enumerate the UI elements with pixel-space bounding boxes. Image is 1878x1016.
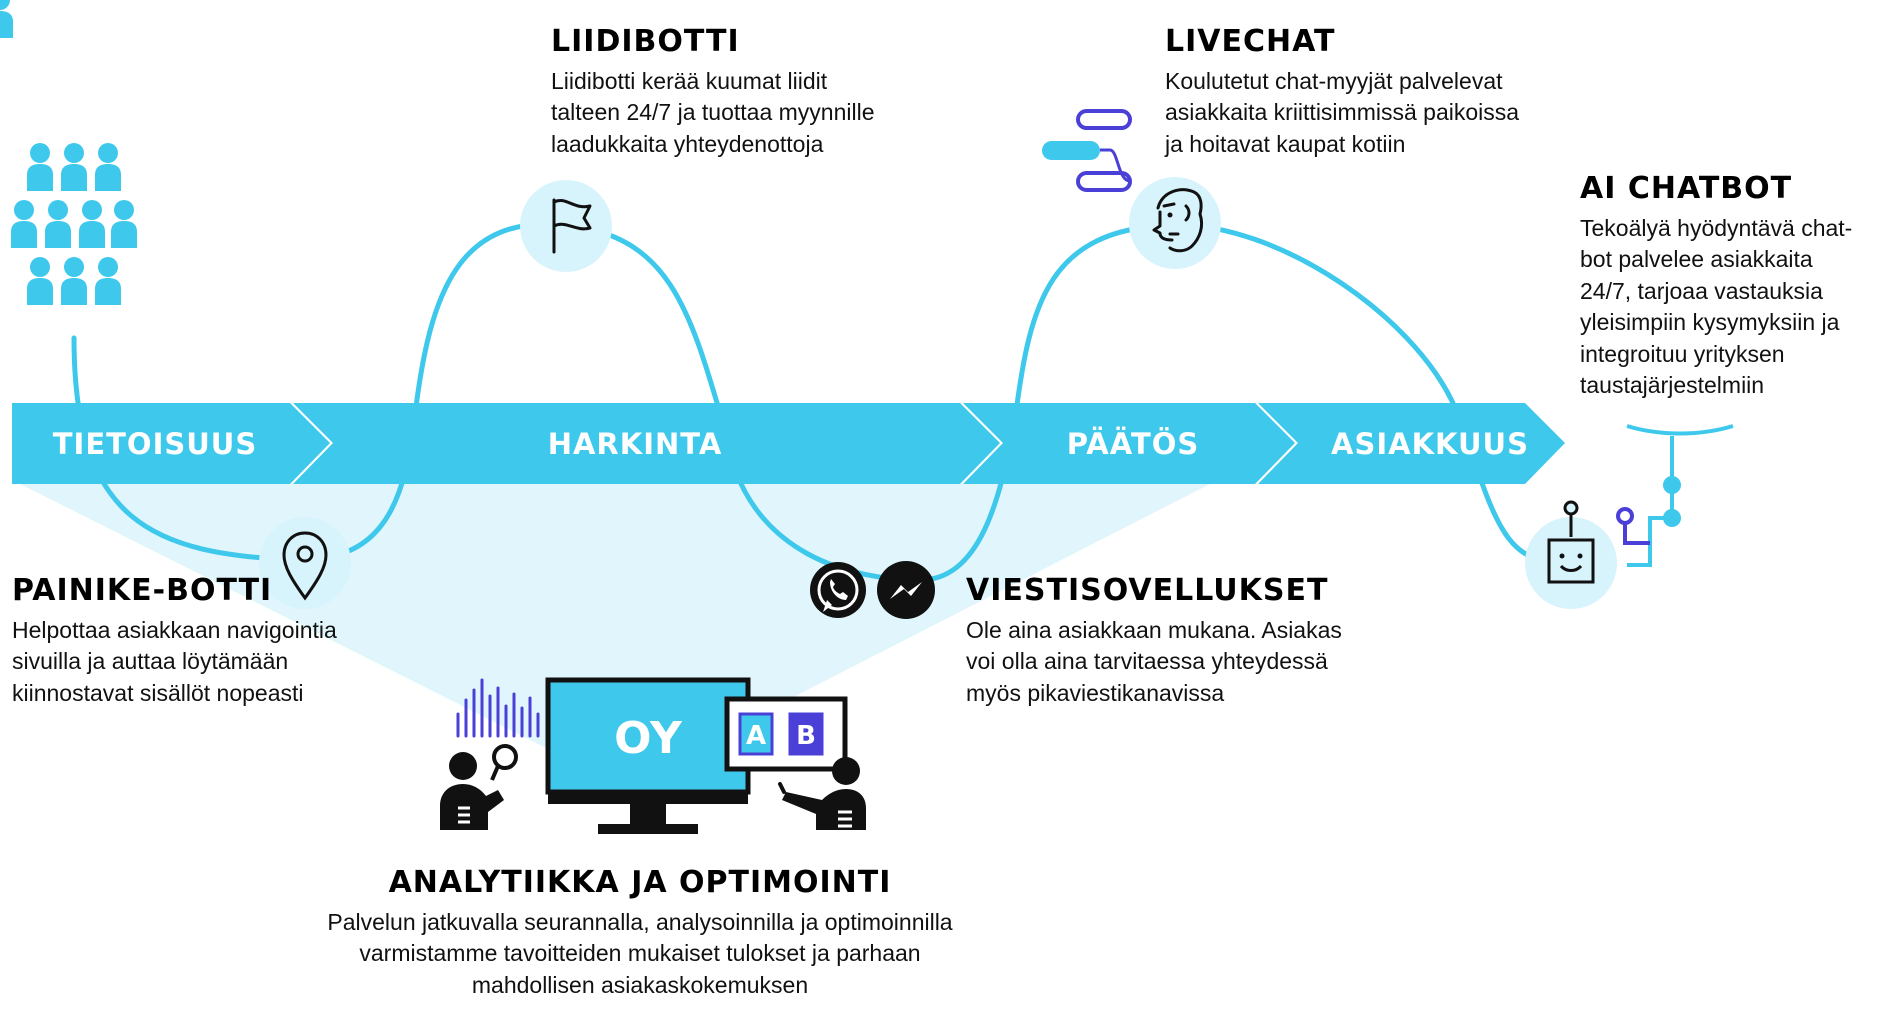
section-ai-chatbot: AI CHATBOT Tekoälyä hyödyntävä chat- bot… [1580, 171, 1875, 402]
stage-label-tietoisuus: TIETOISUUS [53, 427, 257, 461]
description-line: voi olla aina tarvitaessa yhteydessä [966, 648, 1328, 674]
chatbot-connector-icon [1616, 424, 1734, 567]
messenger-icon [877, 561, 935, 619]
stage-harkinta [293, 403, 1000, 484]
description-line: mahdollisen asiakaskokemuksen [471, 971, 809, 998]
description-line: Koulutetut chat-myyjät palvelevat [1165, 67, 1503, 94]
description-line: yleisimpiin kysymyksiin ja [1580, 309, 1840, 335]
presenter-person-icon [778, 757, 866, 830]
description-line: asiakkaita kriittisimmissä paikoissa [1165, 99, 1520, 125]
section-title: ANALYTIIKKA JA OPTIMOINTI [388, 865, 892, 900]
section-description: Liidibotti kerää kuumat liidit talteen 2… [551, 66, 951, 161]
description-line: taustajärjestelmiin [1580, 372, 1765, 398]
section-description: Helpottaa asiakkaan navigointia sivuilla… [12, 615, 412, 710]
section-analytiikka: ANALYTIIKKA JA OPTIMOINTI Palvelun jatku… [260, 865, 1020, 1002]
section-description: Tekoälyä hyödyntävä chat- bot palvelee a… [1580, 213, 1875, 402]
description-line: myös pikaviestikanavissa [966, 679, 1225, 706]
section-title: AI CHATBOT [1580, 171, 1793, 206]
description-line: ja hoitavat kaupat kotiin [1165, 130, 1406, 157]
ab-label-b: B [796, 721, 816, 751]
description-line: sivuilla ja auttaa löytämään [12, 648, 289, 674]
description-line: Palvelun jatkuvalla seurannalla, analyso… [327, 908, 953, 935]
description-line: Ole aina asiakkaan mukana. Asiakas [966, 616, 1342, 643]
sound-wave-icon [456, 678, 540, 738]
section-livechat: LIVECHAT Koulutetut chat-myyjät palvelev… [1165, 24, 1585, 161]
description-line: integroituu yrityksen [1580, 340, 1785, 367]
description-line: kiinnostavat sisällöt nopeasti [12, 679, 304, 706]
section-description: Ole aina asiakkaan mukana. Asiakas voi o… [966, 615, 1406, 710]
section-title: LIIDIBOTTI [551, 24, 740, 59]
section-liidibotti: LIIDIBOTTI Liidibotti kerää kuumat liidi… [551, 24, 951, 161]
section-description: Koulutetut chat-myyjät palvelevat asiakk… [1165, 66, 1585, 161]
stage-label-paatos: PÄÄTÖS [1067, 427, 1200, 461]
description-line: Tekoälyä hyödyntävä chat- [1580, 214, 1853, 241]
stage-label-asiakkuus: ASIAKKUUS [1331, 427, 1529, 461]
whatsapp-icon [810, 562, 866, 618]
section-title: PAINIKE-BOTTI [12, 573, 273, 608]
section-painike-botti: PAINIKE-BOTTI Helpottaa asiakkaan navigo… [12, 573, 412, 710]
people-group-icon [0, 0, 137, 305]
description-line: bot palvelee asiakkaita [1580, 246, 1813, 272]
description-line: 24/7, tarjoaa vastauksia [1580, 277, 1823, 304]
section-description: Palvelun jatkuvalla seurannalla, analyso… [260, 907, 1020, 1002]
analyst-person-icon [440, 744, 518, 830]
flag-icon [520, 180, 612, 272]
description-line: varmistamme tavoitteiden mukaiset tuloks… [359, 940, 921, 966]
human-face-icon [1129, 177, 1221, 269]
stage-asiakkuus [1258, 403, 1565, 484]
section-viestisovellukset: VIESTISOVELLUKSET Ole aina asiakkaan muk… [966, 573, 1406, 710]
stage-paatos [963, 403, 1295, 484]
ab-test-panel: A B [724, 696, 848, 772]
ab-label-a: A [746, 721, 766, 751]
description-line: talteen 24/7 ja tuottaa myynnille [551, 99, 875, 125]
stage-arrow: TIETOISUUS HARKINTA PÄÄTÖS ASIAKKUUS [12, 403, 1565, 484]
section-title: VIESTISOVELLUKSET [966, 573, 1329, 608]
robot-face-icon [1525, 500, 1617, 609]
description-line: Liidibotti kerää kuumat liidit [551, 67, 828, 94]
monitor-icon: OY [545, 677, 751, 834]
stage-label-harkinta: HARKINTA [548, 427, 723, 461]
section-title: LIVECHAT [1165, 24, 1336, 59]
analytics-illustration: OY A B [440, 677, 866, 834]
location-pin-icon [259, 517, 351, 609]
stage-tietoisuus [12, 403, 330, 484]
monitor-text: OY [614, 713, 683, 764]
journey-curve [71, 221, 1573, 583]
description-line: Helpottaa asiakkaan navigointia [12, 616, 337, 643]
description-line: laadukkaita yhteydenottoja [551, 130, 824, 157]
chat-bubbles-icon [1042, 109, 1132, 192]
